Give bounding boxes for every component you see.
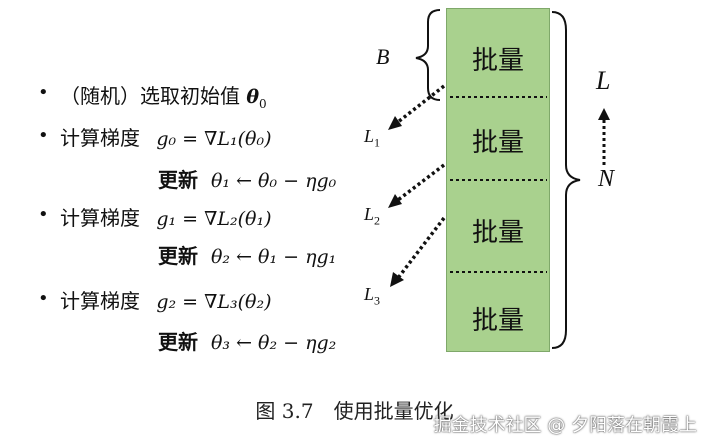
- batch-arrow-1-head: [388, 116, 402, 130]
- dataset-size-label: N: [598, 166, 615, 192]
- batch-arrow-1: [396, 84, 446, 124]
- bullet-3: •: [38, 204, 49, 225]
- batch-label-2: 批量: [471, 128, 524, 158]
- update-1-math: θ₁ ← θ₀ − ηg₀: [210, 170, 337, 192]
- step-gradient-2: 计算梯度 g₁ = ∇L₂(θ₁): [60, 206, 272, 230]
- watermark: 掘金技术社区 @ 夕阳落在朝霞上: [433, 415, 697, 436]
- step-init: （随机）选取初始值 θ0: [60, 80, 267, 111]
- gradient-2-math: g₁ = ∇L₂(θ₁): [156, 208, 272, 230]
- batch-label-4: 批量: [471, 306, 524, 336]
- loss-label-1: L1: [364, 126, 381, 150]
- gradient-3-math: g₂ = ∇L₃(θ₂): [156, 291, 272, 313]
- step-init-text: （随机）选取初始值: [60, 84, 240, 108]
- batch-arrow-3: [396, 216, 446, 280]
- loss-label-3: L3: [364, 284, 381, 308]
- step-update-2: 更新 θ₂ ← θ₁ − ηg₁: [158, 244, 337, 268]
- batch-label-1: 批量: [471, 46, 524, 76]
- update-3-math: θ₃ ← θ₂ − ηg₂: [210, 332, 337, 354]
- step-gradient-1: 计算梯度 g₀ = ∇L₁(θ₀): [60, 126, 272, 150]
- loss-label: L: [596, 66, 611, 95]
- step-gradient-3: 计算梯度 g₂ = ∇L₃(θ₂): [60, 289, 272, 313]
- bullet-1: •: [38, 82, 49, 103]
- batch-arrow-2-head: [388, 194, 402, 208]
- batch-size-brace: [415, 9, 441, 101]
- gradient-1-math: g₀ = ∇L₁(θ₀): [156, 128, 272, 150]
- batch-arrow-3-head: [390, 272, 404, 287]
- update-2-math: θ₂ ← θ₁ − ηg₁: [210, 246, 337, 268]
- step-init-math: θ0: [246, 86, 267, 111]
- step-update-3: 更新 θ₃ ← θ₂ − ηg₂: [158, 330, 337, 354]
- loss-label-2: L2: [364, 204, 381, 228]
- batch-arrow-2: [396, 163, 446, 202]
- step-update-1: 更新 θ₁ ← θ₀ − ηg₀: [158, 168, 337, 192]
- batch-label-3: 批量: [471, 218, 524, 248]
- dataset-brace: [551, 11, 581, 349]
- loss-arrow-head: [598, 108, 610, 120]
- figure-caption: 图 3.7 使用批量优化: [255, 399, 454, 423]
- batch-size-label: B: [376, 44, 390, 69]
- bullet-2: •: [38, 125, 49, 146]
- bullet-4: •: [38, 288, 49, 309]
